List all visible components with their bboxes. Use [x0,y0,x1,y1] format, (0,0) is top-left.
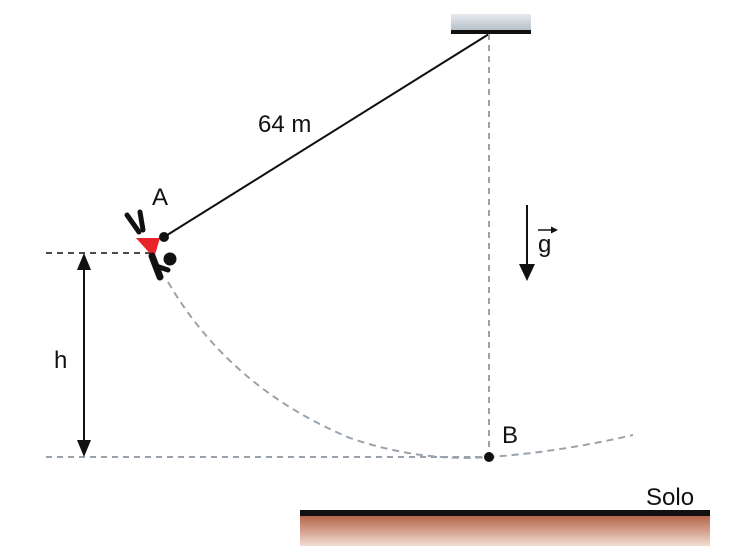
height-label: h [54,347,67,374]
jumper-figure [124,209,177,281]
height-arrow-head-top [77,253,91,270]
rope [163,33,490,238]
point-a-label: A [152,184,168,211]
gravity-arrow-head [519,264,535,281]
rope-length-label: 64 m [258,111,311,138]
jumper-head [163,252,177,266]
gravity-label: g [538,231,551,258]
point-b-label: B [502,422,518,449]
point-b-marker [484,452,494,462]
ceiling-support [451,14,531,30]
gravity-vector-tip [551,226,558,234]
height-arrow-head-bottom [77,440,91,457]
ground-soil [300,516,710,546]
point-a-marker [159,232,169,242]
harness [136,238,160,258]
swing-arc [167,281,634,459]
ground-label: Solo [646,484,694,511]
